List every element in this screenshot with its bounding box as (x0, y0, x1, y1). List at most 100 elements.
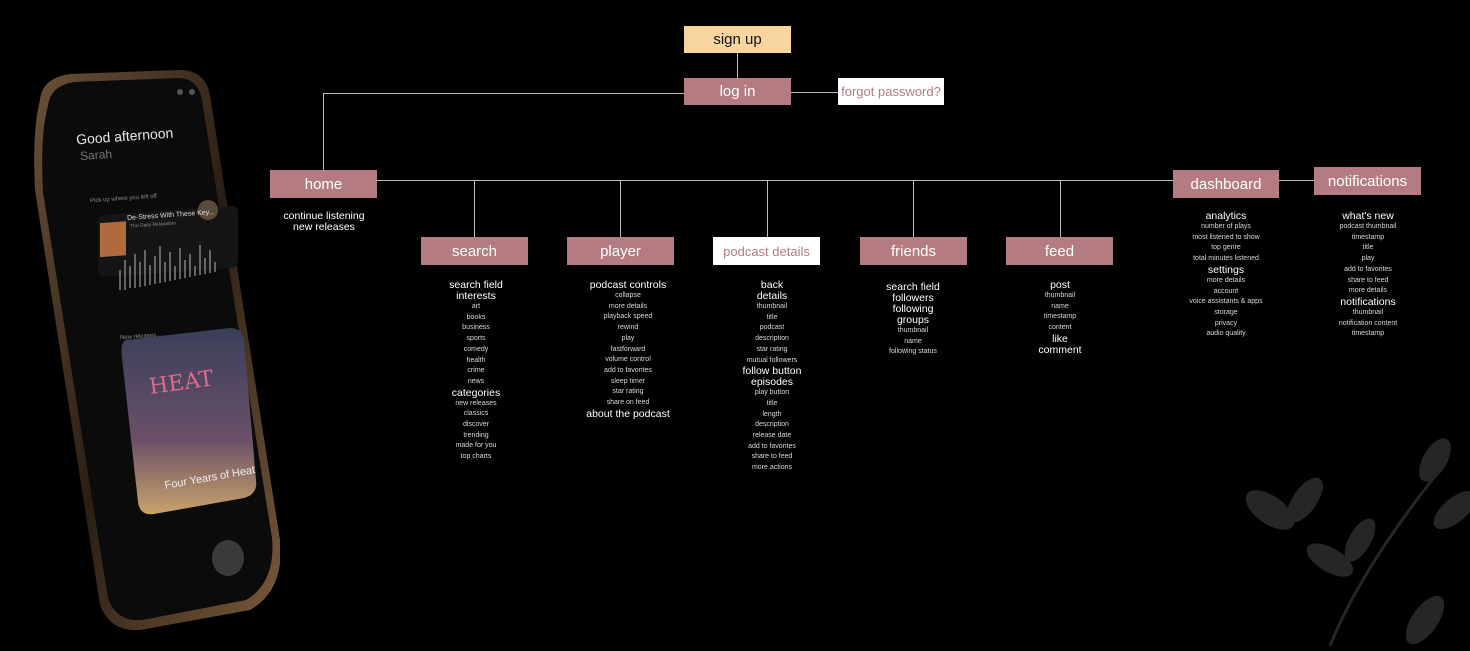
list-item: play button (754, 389, 790, 397)
phone-mockup: HEAT Good afternoon Sarah Pick up where … (30, 70, 280, 630)
list-item: more details (608, 302, 648, 310)
list-item: content (1048, 324, 1072, 332)
list-item: notifications (1340, 295, 1396, 308)
list-item: audio quality (1206, 330, 1246, 338)
list-item: notification content (1338, 319, 1398, 327)
list-item: more details (1348, 287, 1388, 295)
connector (474, 180, 475, 237)
node-log-in[interactable]: log in (684, 78, 791, 105)
list-item: storage (1214, 308, 1238, 316)
list-item: release date (752, 432, 792, 440)
list-item: books (466, 313, 486, 321)
list-item: share to feed (1347, 276, 1389, 284)
list-item: comedy (463, 345, 489, 353)
node-dashboard[interactable]: dashboard (1173, 170, 1279, 198)
list-item: more details (1206, 276, 1246, 284)
list-item: search field (449, 279, 503, 291)
node-friends[interactable]: friends (860, 237, 967, 265)
connector (323, 93, 685, 94)
list-item: collapse (615, 292, 641, 299)
list-item: more actions (751, 464, 793, 472)
list-item: sleep timer (610, 377, 646, 385)
list-item: share on feed (606, 399, 650, 407)
list-item: episodes (750, 376, 794, 389)
connector (737, 53, 738, 78)
list-item: made for you (455, 442, 497, 450)
list-item: about the podcast (586, 407, 670, 420)
connector (323, 93, 324, 171)
list-item: timestamp (1351, 330, 1385, 338)
list-item: name (1051, 302, 1069, 310)
list-item: description (755, 421, 789, 429)
node-feed[interactable]: feed (1006, 237, 1113, 265)
node-home[interactable]: home (270, 170, 377, 198)
list-item: play (1361, 255, 1375, 263)
leaf-decoration (1210, 430, 1470, 647)
node-player[interactable]: player (567, 237, 674, 265)
list-item: volume control (605, 356, 651, 364)
node-forgot-password[interactable]: forgot password? (838, 78, 944, 105)
node-search[interactable]: search (421, 237, 528, 265)
list-item: rewind (617, 324, 639, 332)
list-item: mutual followers (746, 356, 798, 364)
list-item: add to favorites (748, 442, 796, 450)
list-item: podcast (759, 324, 785, 332)
list-item: top charts (460, 453, 492, 461)
list-item: number of plays (1201, 223, 1251, 230)
list-item: account (1213, 287, 1239, 295)
list-item: fastforward (610, 345, 646, 353)
list-item: thumbnail (756, 303, 788, 310)
list-item: timestamp (1351, 233, 1385, 241)
list-item: following (892, 303, 934, 315)
list-item: sports (466, 335, 486, 343)
list-item: star rating (756, 345, 788, 353)
list-item: voice assistants & apps (1189, 298, 1263, 306)
list-item: categories (451, 386, 501, 399)
list-item: news (467, 377, 485, 385)
list-item: followers (892, 292, 934, 304)
list-item: thumbnail (897, 327, 929, 334)
phone-user: Sarah (79, 146, 113, 164)
list-item: add to favorites (604, 366, 652, 374)
node-sign-up[interactable]: sign up (684, 26, 791, 53)
list-item: add to favorites (1344, 265, 1392, 273)
list-item: settings (1207, 263, 1245, 276)
list-item: comment (1038, 343, 1082, 356)
list-item: trending (463, 431, 489, 439)
list-item: post (1050, 279, 1070, 291)
list-item: back (760, 279, 784, 291)
list-item: privacy (1214, 319, 1238, 327)
list-item: title (766, 399, 778, 407)
list-item: classics (463, 410, 489, 418)
connector (377, 180, 1174, 181)
node-podcast-details[interactable]: podcast details (713, 237, 820, 265)
connector (790, 92, 838, 93)
list-item: thumbnail (1352, 308, 1384, 316)
list-item: new releases (293, 221, 355, 233)
list-item: like (1052, 332, 1068, 345)
list-item: thumbnail (1044, 292, 1076, 299)
list-item: title (1362, 244, 1374, 252)
list-item: interests (456, 290, 496, 302)
list-item: timestamp (1043, 313, 1077, 321)
connector (1060, 180, 1061, 237)
list-item: continue listening (283, 210, 365, 222)
node-notifications[interactable]: notifications (1314, 167, 1421, 195)
connector (620, 180, 621, 237)
list-item: search field (886, 281, 940, 293)
list-item: name (904, 337, 922, 345)
list-item: analytics (1205, 210, 1247, 222)
list-item: new releases (455, 399, 497, 407)
connector (1279, 180, 1315, 181)
list-item: description (755, 335, 789, 343)
list-item: crime (467, 367, 485, 375)
list-item: following status (889, 348, 937, 356)
list-item: play (621, 334, 635, 342)
list-item: top genre (1211, 244, 1241, 252)
list-item: details (756, 290, 788, 302)
